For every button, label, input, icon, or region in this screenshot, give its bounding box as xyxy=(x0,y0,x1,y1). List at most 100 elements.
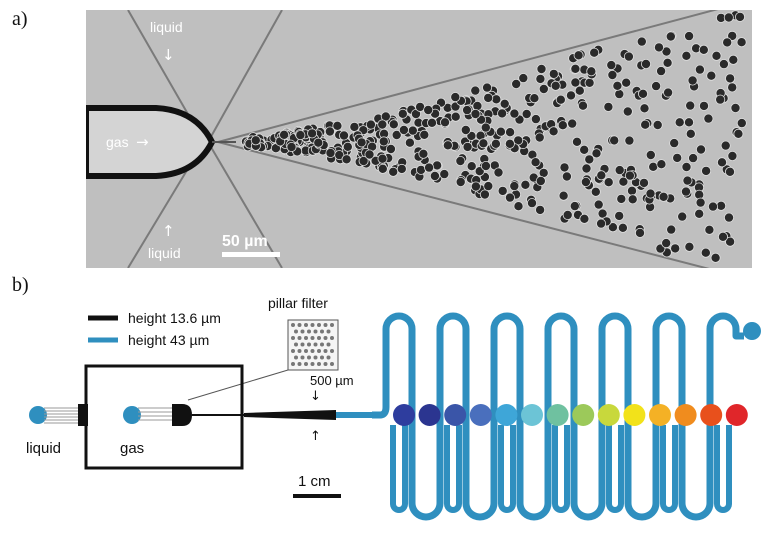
bubble xyxy=(480,122,491,133)
arrow-up-icon: ↑ xyxy=(310,429,321,444)
channel-wall xyxy=(207,10,283,143)
bubble xyxy=(404,137,415,148)
pillar xyxy=(291,336,295,340)
bubble xyxy=(591,148,602,159)
pillar xyxy=(297,362,302,366)
liquid-inlet-junction xyxy=(78,404,88,426)
pillar xyxy=(313,329,318,334)
bubble xyxy=(462,141,473,152)
bubble xyxy=(665,31,676,42)
scale-bar-label: 50 µm xyxy=(222,233,268,250)
bubble xyxy=(490,138,501,149)
bubble xyxy=(450,111,461,122)
bubble xyxy=(455,155,466,166)
bubble xyxy=(567,118,578,129)
bubble xyxy=(695,197,706,208)
color-marker xyxy=(623,404,646,426)
bubble xyxy=(580,176,591,187)
pillar xyxy=(320,355,324,360)
gas-label: gas xyxy=(106,134,129,150)
pillar xyxy=(300,342,305,347)
device-schematic-svg: height 13.6 µm height 43 µm pillar filte… xyxy=(26,295,761,521)
bubble xyxy=(677,211,688,222)
bubble xyxy=(424,162,435,173)
bubble xyxy=(639,177,650,188)
bubble xyxy=(426,117,437,128)
bubble xyxy=(641,59,652,70)
bubble xyxy=(603,101,614,112)
bubble xyxy=(491,94,502,105)
color-marker xyxy=(674,404,697,426)
color-marker xyxy=(521,404,543,426)
bubble xyxy=(617,222,628,233)
bubble xyxy=(584,77,595,88)
bubble xyxy=(623,51,634,62)
bubble xyxy=(636,36,647,47)
gas-inlet-junction xyxy=(172,404,192,426)
bubble xyxy=(596,218,607,229)
bubble xyxy=(569,201,580,212)
bubble xyxy=(736,37,747,48)
bubble xyxy=(358,155,369,166)
bubble xyxy=(614,89,625,100)
bubble xyxy=(606,60,617,71)
color-marker xyxy=(725,404,748,426)
pillar xyxy=(304,362,308,366)
bubble xyxy=(718,231,729,242)
bubble xyxy=(439,169,450,180)
bubble xyxy=(504,192,515,203)
bubble xyxy=(396,163,407,174)
bubble xyxy=(616,193,627,204)
bubble xyxy=(711,50,722,61)
pillar xyxy=(310,349,315,353)
bubble xyxy=(356,137,367,148)
arrow-down-icon: ↓ xyxy=(310,389,321,404)
bubble xyxy=(349,121,360,132)
bubble xyxy=(385,143,396,154)
bubble xyxy=(332,120,343,131)
bubble xyxy=(442,140,453,151)
bubble xyxy=(638,88,649,99)
pillar xyxy=(294,329,298,334)
serpentine-lower-loops xyxy=(390,425,732,513)
bubble xyxy=(513,201,524,212)
pillar xyxy=(330,336,334,340)
gas-filter xyxy=(138,407,172,421)
outlet-channel-narrow xyxy=(244,410,336,420)
bubble xyxy=(607,222,618,233)
bubble xyxy=(338,130,349,141)
pillar xyxy=(330,323,334,327)
bubble xyxy=(574,85,585,96)
scale-bar xyxy=(293,494,341,498)
pillar xyxy=(323,349,328,353)
bubble xyxy=(570,63,581,74)
bubble xyxy=(279,129,290,140)
bubble xyxy=(722,37,733,48)
expansion-wall xyxy=(217,10,719,143)
bubble xyxy=(706,70,717,81)
gas-inlet-port xyxy=(123,406,141,424)
liquid-inlet-label: liquid xyxy=(26,440,61,457)
bubble xyxy=(558,190,569,201)
arrow-down-icon: ↓ xyxy=(162,46,175,64)
bubble xyxy=(656,66,667,77)
channel-wall xyxy=(207,141,283,268)
pillar xyxy=(317,362,321,366)
bubble xyxy=(725,236,736,247)
bubble xyxy=(313,137,324,148)
legend-text-black: height 13.6 µm xyxy=(128,310,221,326)
outlet-port xyxy=(743,322,761,340)
bubble xyxy=(593,199,604,210)
pillar xyxy=(297,323,302,327)
bubble xyxy=(504,138,515,149)
bubble xyxy=(561,171,572,182)
bubble xyxy=(717,157,728,168)
bubble xyxy=(725,73,736,84)
pillar xyxy=(294,342,298,347)
pillar xyxy=(291,362,295,366)
liquid-inlet-port xyxy=(29,406,47,424)
scale-bar-label: 1 cm xyxy=(298,473,331,490)
pillar xyxy=(304,323,308,327)
pillar xyxy=(294,355,298,360)
pillar xyxy=(304,336,308,340)
